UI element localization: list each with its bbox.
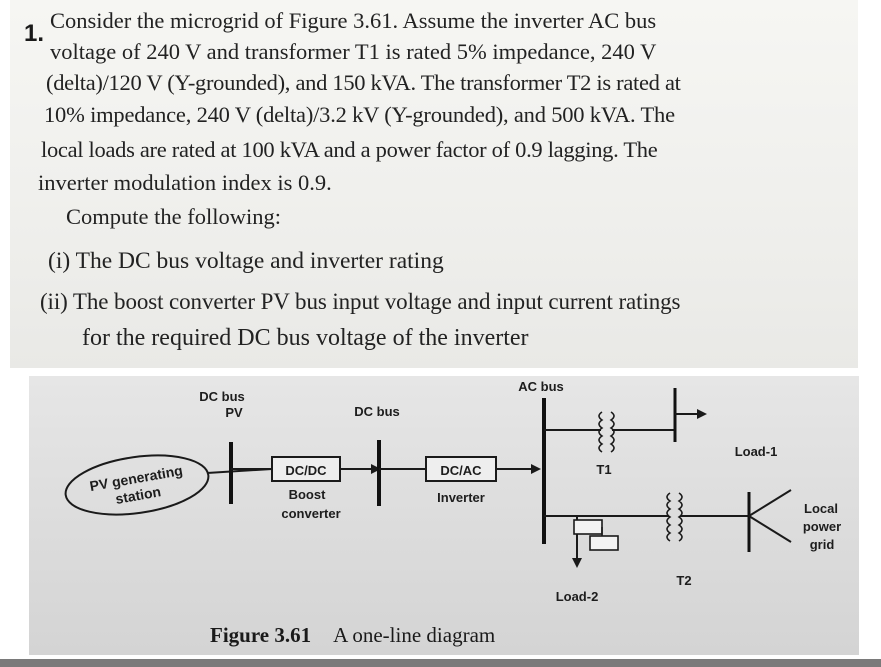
figure-panel: PV generating station DC bus PV DC/DC Bo…	[29, 376, 859, 655]
t1-label: T1	[596, 462, 611, 477]
bottom-bar	[0, 659, 881, 667]
problem-text-line: (delta)/120 V (Y-grounded), and 150 kVA.…	[46, 70, 681, 95]
question-item-ii-continued: for the required DC bus voltage of the i…	[82, 325, 529, 351]
grid-connection-line	[748, 515, 792, 543]
compute-intro: Compute the following:	[66, 204, 281, 229]
problem-text-line: Consider the microgrid of Figure 3.61. A…	[50, 8, 657, 33]
arrowhead	[371, 464, 381, 474]
figure-caption-text: A one-line diagram	[333, 623, 496, 647]
pv-station-ellipse	[64, 454, 210, 516]
dcac-label: DC/AC	[440, 463, 482, 478]
inverter-label: Inverter	[437, 490, 485, 505]
load2-element	[589, 535, 619, 551]
ac-bus-label: AC bus	[518, 379, 564, 394]
problem-text-line: inverter modulation index is 0.9.	[38, 170, 332, 195]
problem-number: 1.	[24, 20, 45, 47]
transformer-t2-symbol	[666, 492, 683, 542]
boost-label: converter	[281, 506, 340, 521]
load1-label: Load-1	[735, 444, 778, 459]
dcdc-converter-box	[271, 456, 341, 482]
figure-number: Figure 3.61	[210, 623, 312, 647]
figure-caption: Figure 3.61 A one-line diagram	[210, 623, 495, 648]
arrowhead	[531, 464, 541, 474]
grid-label: Local	[804, 501, 838, 516]
dcdc-label: DC/DC	[285, 463, 327, 478]
grid-label: power	[803, 519, 841, 534]
load2-label: Load-2	[556, 589, 599, 604]
grid-connection-line	[748, 489, 792, 517]
problem-text-line: local loads are rated at 100 kVA and a p…	[41, 137, 658, 162]
question-item-i: (i) The DC bus voltage and inverter rati…	[48, 248, 444, 274]
problem-text-line: 10% impedance, 240 V (delta)/3.2 kV (Y-g…	[44, 102, 675, 127]
t2-label: T2	[676, 573, 691, 588]
arrowhead	[572, 558, 582, 568]
one-line-diagram: PV generating station DC bus PV DC/DC Bo…	[64, 379, 841, 604]
arrowhead	[697, 409, 707, 419]
dc-bus-label: DC bus	[354, 404, 400, 419]
question-item-ii: (ii) The boost converter PV bus input vo…	[40, 289, 681, 314]
pv-station-label: station	[114, 483, 162, 507]
boost-label: Boost	[289, 487, 327, 502]
grid-label: grid	[810, 537, 835, 552]
dc-bus-pv-label: PV	[225, 405, 243, 420]
dc-bus-pv-label: DC bus	[199, 389, 245, 404]
dcac-inverter-box	[425, 456, 497, 482]
transformer-t1-symbol	[598, 411, 615, 453]
problem-panel	[10, 0, 858, 368]
problem-text-line: voltage of 240 V and transformer T1 is r…	[50, 39, 657, 64]
load2-element	[573, 519, 603, 535]
